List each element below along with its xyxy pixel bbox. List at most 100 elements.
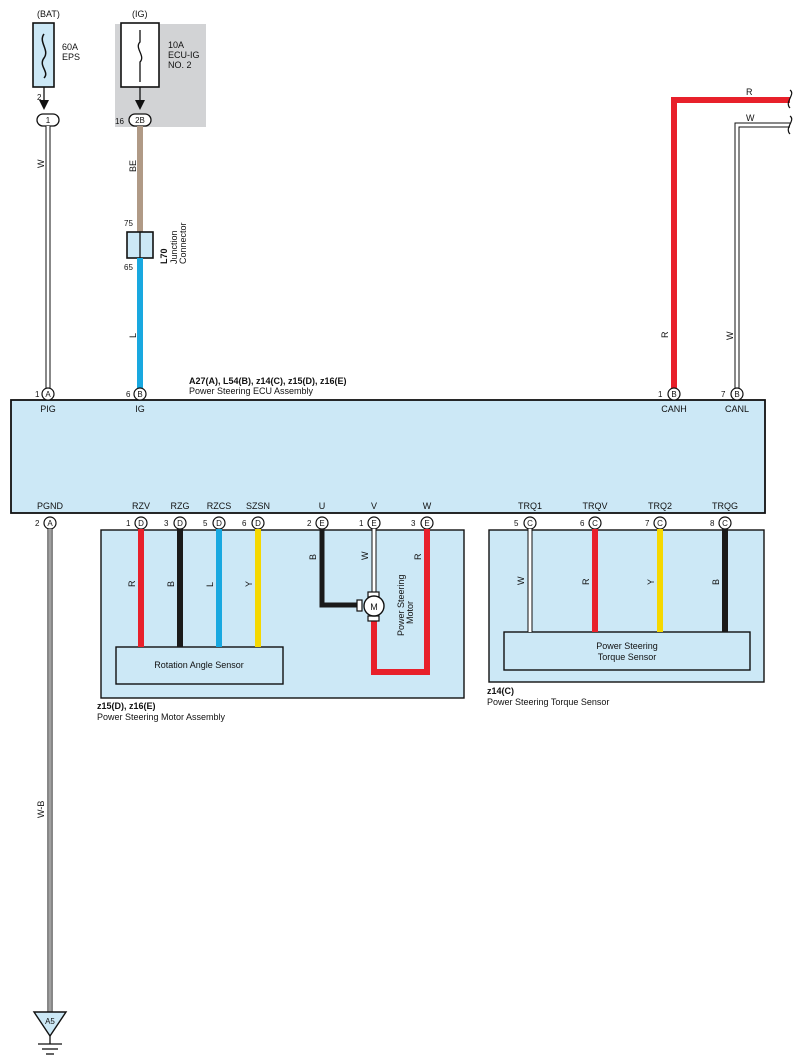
svg-text:D: D [255, 519, 261, 528]
svg-text:CANL: CANL [725, 404, 749, 414]
svg-text:6: 6 [126, 390, 131, 399]
torque-sensor-box-line2: Torque Sensor [598, 652, 657, 662]
wire-canl-color: W [725, 331, 735, 340]
fuse-10a-pin: 16 [115, 117, 124, 126]
svg-text:CANH: CANH [661, 404, 687, 414]
conn-1-label: 1 [46, 116, 51, 125]
wire-trqv-color: R [581, 578, 591, 585]
svg-text:TRQ1: TRQ1 [518, 501, 542, 511]
svg-text:PIG: PIG [40, 404, 56, 414]
fuse-10a-name-line2: NO. 2 [168, 60, 192, 70]
svg-text:D: D [138, 519, 144, 528]
junction-name-line1: Junction [169, 230, 179, 264]
wire-u-color: B [308, 554, 318, 560]
junction-name-line2: Connector [178, 222, 188, 264]
wire-rzg-color: B [166, 581, 176, 587]
svg-text:U: U [319, 501, 326, 511]
ecu-pin-trq1: TRQ1 C 5 [514, 501, 542, 530]
ground-label: A5 [45, 1017, 55, 1026]
svg-text:2: 2 [307, 519, 312, 528]
svg-text:1: 1 [658, 390, 663, 399]
svg-text:TRQV: TRQV [582, 501, 607, 511]
motor-terminal-bottom [367, 615, 380, 622]
motor-label-line1: Power Steering [396, 574, 406, 636]
rotation-angle-sensor-label: Rotation Angle Sensor [154, 660, 244, 670]
ecu-name: Power Steering ECU Assembly [189, 386, 314, 396]
svg-text:5: 5 [203, 519, 208, 528]
wire-canh [671, 97, 790, 388]
svg-text:C: C [657, 519, 663, 528]
wire-canl-core [735, 123, 790, 388]
svg-text:C: C [592, 519, 598, 528]
svg-text:A: A [45, 390, 51, 399]
ig-label: (IG) [132, 9, 148, 19]
svg-text:SZSN: SZSN [246, 501, 270, 511]
svg-text:7: 7 [645, 519, 650, 528]
wire-pig-color: W [36, 159, 46, 168]
svg-text:IG: IG [135, 404, 145, 414]
svg-text:B: B [137, 390, 142, 399]
svg-text:1: 1 [126, 519, 131, 528]
conn-2b-label: 2B [135, 116, 145, 125]
wire-szsn-color: Y [244, 581, 254, 587]
svg-text:6: 6 [242, 519, 247, 528]
wire-rzv-color: R [127, 580, 137, 587]
motor-assembly-name: Power Steering Motor Assembly [97, 712, 226, 722]
ecu-box [10, 399, 766, 514]
ecu-pin-u: U E 2 [307, 501, 329, 530]
svg-text:1: 1 [359, 519, 364, 528]
svg-text:E: E [319, 519, 324, 528]
ecu-pin-rzv: RZV D 1 [126, 501, 150, 530]
svg-text:D: D [216, 519, 222, 528]
ecu-pin-trqv: TRQV C 6 [580, 501, 608, 530]
wire-ig-l-color: L [128, 333, 138, 338]
wire-canl [734, 122, 790, 388]
motor-terminal-left [356, 599, 363, 612]
svg-text:TRQ2: TRQ2 [648, 501, 672, 511]
wire-w [371, 529, 430, 675]
svg-text:3: 3 [164, 519, 169, 528]
wire-w-color: R [413, 553, 423, 560]
fuse-10a-amp: 10A [168, 40, 184, 50]
svg-text:RZG: RZG [171, 501, 190, 511]
fuse-60a-name: EPS [62, 52, 80, 62]
fuse-60a-amp: 60A [62, 42, 78, 52]
torque-sensor-box-line1: Power Steering [596, 641, 658, 651]
motor-icon [363, 595, 385, 617]
svg-text:7: 7 [721, 390, 726, 399]
wire-canh-color: R [660, 331, 670, 338]
junction-id: L70 [159, 248, 169, 264]
torque-sensor-name: Power Steering Torque Sensor [487, 697, 609, 707]
ecu-connectors: A27(A), L54(B), z14(C), z15(D), z16(E) [189, 376, 347, 386]
motor-symbol: M [370, 602, 378, 612]
svg-text:C: C [722, 519, 728, 528]
svg-text:W: W [423, 501, 432, 511]
ecu-pin-pig: A 1 PIG [35, 387, 56, 414]
svg-text:B: B [671, 390, 676, 399]
fuse-10a-arrow-icon [135, 100, 145, 110]
wire-pgnd-color: W-B [36, 801, 46, 818]
motor-assembly-connectors: z15(D), z16(E) [97, 701, 156, 711]
svg-text:TRQG: TRQG [712, 501, 738, 511]
ecu-pin-szsn: SZSN D 6 [242, 501, 270, 530]
fuse-60a-arrow-icon [39, 100, 49, 110]
torque-sensor-connector: z14(C) [487, 686, 514, 696]
ecu-pin-w: W E 3 [411, 501, 434, 530]
svg-text:B: B [734, 390, 739, 399]
rotation-angle-sensor-box [115, 646, 284, 685]
fuse-10a-icon [137, 30, 143, 82]
svg-text:8: 8 [710, 519, 715, 528]
junction-pin-top: 75 [124, 219, 133, 228]
svg-text:1: 1 [35, 390, 40, 399]
wire-ig-be-color: BE [128, 160, 138, 172]
ecu-pin-canh: B 1 CANH [658, 387, 687, 414]
svg-text:2: 2 [35, 519, 40, 528]
svg-text:6: 6 [580, 519, 585, 528]
motor-label-line2: Motor [405, 601, 415, 624]
wire-canl-top-color: W [746, 113, 755, 123]
svg-text:RZV: RZV [132, 501, 150, 511]
ecu-pin-ig: B 6 IG [126, 387, 147, 414]
svg-text:RZCS: RZCS [207, 501, 232, 511]
